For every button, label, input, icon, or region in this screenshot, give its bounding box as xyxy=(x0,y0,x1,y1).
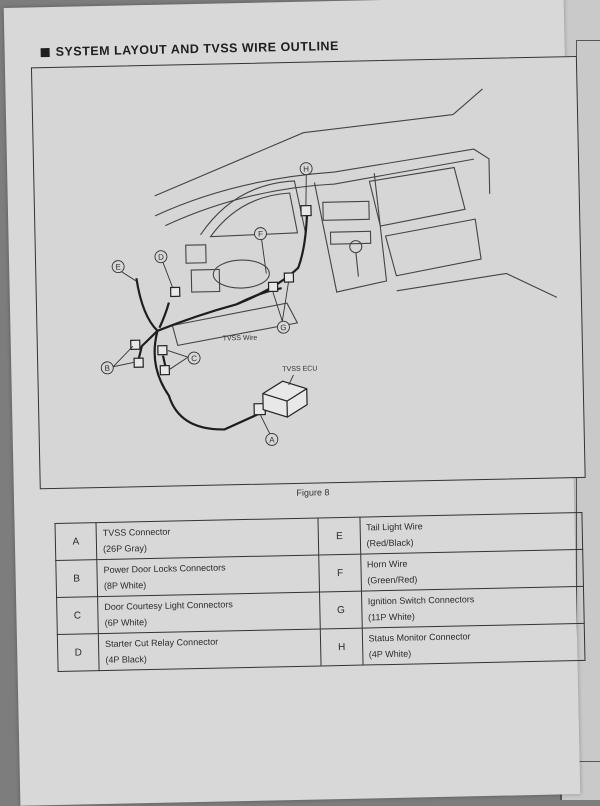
legend-letter: A xyxy=(55,522,97,561)
legend-table: A TVSS Connector(26P Gray) E Tail Light … xyxy=(55,512,586,672)
harness-branch-g xyxy=(236,287,282,306)
callout-d: D xyxy=(158,253,164,262)
climate-panel xyxy=(329,230,372,245)
legend-letter: E xyxy=(318,517,361,555)
radio-unit xyxy=(322,200,370,221)
section-heading: SYSTEM LAYOUT AND TVSS WIRE OUTLINE xyxy=(40,38,339,59)
callout-circle-b xyxy=(100,361,114,375)
tvss-ecu-edges xyxy=(262,388,308,418)
legend-item-spec: (11P White) xyxy=(367,611,415,623)
leader-c xyxy=(167,350,189,370)
callout-a: A xyxy=(269,435,275,444)
right-lower-panel xyxy=(384,218,482,277)
leader-ecu xyxy=(288,374,294,386)
connector-b-1 xyxy=(130,339,141,350)
legend-letter: C xyxy=(56,596,99,635)
dash-top xyxy=(154,148,491,217)
legend-letter: G xyxy=(319,591,362,629)
callout-b: B xyxy=(105,364,111,373)
legend-description: Starter Cut Relay Connector(4P Black) xyxy=(98,628,322,671)
windshield-line xyxy=(154,114,454,197)
connector-b-2 xyxy=(133,357,144,368)
heading-bullet-icon xyxy=(40,47,50,58)
legend-description: Tail Light Wire(Red/Black) xyxy=(359,512,583,555)
legend-item-spec: (6P White) xyxy=(104,617,148,628)
callout-e: E xyxy=(115,263,121,272)
legend-letter: B xyxy=(55,559,98,598)
glovebox-area xyxy=(368,166,466,227)
callout-circle-g xyxy=(277,320,290,334)
connector-c-2 xyxy=(159,364,171,376)
shifter-stem xyxy=(355,252,359,277)
tvss-wire-label: TVSS Wire xyxy=(223,335,258,343)
connector-g-2 xyxy=(283,272,295,283)
legend-letter: D xyxy=(57,633,100,672)
callout-g: G xyxy=(280,323,286,332)
callout-circle-a xyxy=(265,432,279,446)
harness-branch-d xyxy=(158,302,170,329)
legend-item-spec: (4P Black) xyxy=(105,654,147,665)
legend-description: Door Courtesy Light Connectors(6P White) xyxy=(97,591,321,634)
callout-c: C xyxy=(191,354,197,363)
center-stack xyxy=(313,173,388,293)
legend-description: Ignition Switch Connectors(11P White) xyxy=(361,586,585,629)
callout-circle-c xyxy=(187,351,201,365)
callout-circle-e xyxy=(111,260,125,274)
harness-upper-run xyxy=(157,212,309,332)
manual-page: SYSTEM LAYOUT AND TVSS WIRE OUTLINE xyxy=(3,0,586,806)
leader-g xyxy=(272,281,289,322)
section-heading-text: SYSTEM LAYOUT AND TVSS WIRE OUTLINE xyxy=(55,38,339,59)
legend-item-spec: (Red/Black) xyxy=(366,537,414,549)
floor-line xyxy=(396,272,558,298)
tvss-ecu-label: TVSS ECU xyxy=(282,365,317,373)
legend-description: Horn Wire(Green/Red) xyxy=(360,549,584,592)
leader-a xyxy=(259,414,271,434)
leader-d xyxy=(162,262,174,288)
legend-description: Status Monitor Connector(4P White) xyxy=(361,623,585,666)
leader-e xyxy=(121,271,137,282)
connector-d xyxy=(169,286,181,298)
legend-item-spec: (26P Gray) xyxy=(103,543,148,554)
a-pillar-line xyxy=(452,88,483,115)
figure-frame: E D F H B C G A TVSS Wire TVSS ECU Figur… xyxy=(30,55,586,498)
leader-h xyxy=(305,174,307,206)
callout-circle-d xyxy=(154,250,168,264)
connector-g-1 xyxy=(267,281,279,293)
callout-circle-f xyxy=(254,227,267,241)
lower-dash-panel xyxy=(171,302,299,347)
leader-b xyxy=(112,346,135,368)
legend-description: TVSS Connector(26P Gray) xyxy=(96,517,320,560)
legend-letter: H xyxy=(320,628,363,666)
leader-f xyxy=(261,239,267,274)
connector-c-1 xyxy=(157,344,168,356)
legend-description: Power Door Locks Connectors(8P White) xyxy=(96,554,320,597)
harness-branch-b xyxy=(137,330,159,362)
left-vent xyxy=(185,244,207,264)
legend-item-spec: (4P White) xyxy=(368,648,412,660)
harness-main-run xyxy=(135,278,270,431)
steering-column xyxy=(212,259,270,289)
connector-h xyxy=(300,204,312,217)
cluster-face xyxy=(209,192,299,238)
legend-letter: F xyxy=(319,554,362,592)
callout-h: H xyxy=(303,165,309,174)
legend-item-spec: (Green/Red) xyxy=(367,574,418,586)
dash-top-inner xyxy=(165,158,475,227)
shifter-knob xyxy=(349,240,363,254)
callout-f: F xyxy=(258,230,263,239)
callout-circle-h xyxy=(299,162,313,176)
legend-item-spec: (8P White) xyxy=(103,580,147,591)
dashboard-wiring-diagram: E D F H B C G A TVSS Wire TVSS ECU xyxy=(100,88,558,446)
cluster-hood xyxy=(200,180,307,236)
left-switch-panel xyxy=(190,268,221,293)
